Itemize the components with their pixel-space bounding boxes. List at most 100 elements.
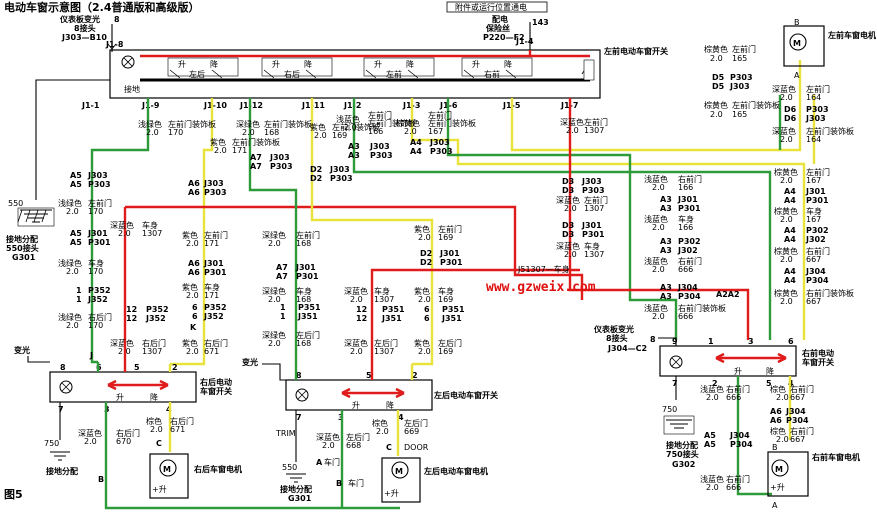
p303-m3: P303 [370,151,393,160]
n667-r6: 667 [806,297,821,306]
d2-lr1: D2 [420,249,432,258]
a5-l2: A5 [70,180,82,189]
n671-lp3: 671 [204,347,219,356]
lf-trim-1: 左前门装饰板 [732,100,780,110]
c-lblue-2: 浅蓝色 [644,214,668,224]
lr-door-lr3: 左后门 [296,330,320,340]
fuse-title-2: 保险丝 [485,23,510,33]
rf-switch-label-2: 车窗开关 [802,357,834,367]
wire-j17-red [568,98,750,340]
pin8-top: 8 [114,15,120,24]
a3-lb5: A3 [660,283,672,292]
p303-m4: P303 [430,147,453,156]
lf-door-m1: 左前门 [584,117,608,127]
n12-l1: 12 [126,305,137,314]
lr-pin7: 7 [296,413,302,422]
c-lblue-rm2: 浅蓝色 [700,474,724,484]
motor-m-rf: M [775,465,783,474]
motor-icon-lf [789,33,807,51]
n667-rm2: 667 [790,435,805,444]
lr-pin4: 4 [398,413,404,422]
c-dblue-lr5: 深蓝色 [344,338,368,348]
n667-rm: 667 [790,393,805,402]
lf-door-plr1: 左前门 [438,224,462,234]
j303-m1b: J303 [269,153,290,162]
motor-icon-rr [159,459,177,477]
j303-l1: J303 [87,171,108,180]
lf-door-lp1: 左前门 [204,230,228,240]
p351-lr1: P351 [298,303,321,312]
lr-door-plr3: 左后门 [438,338,462,348]
dash-light-label: 仪表板变光 [59,14,100,24]
w20-lr5: 2.0 [350,347,363,356]
a5-l1: A5 [70,171,82,180]
top-note-box [446,1,548,13]
j302-lb1: J302 [677,246,698,255]
n1-lr1: 1 [280,303,286,312]
w20-m1b: 2.0 [242,128,255,137]
p303-m2: P303 [330,174,353,183]
rr-plus-up: +升 [152,485,167,494]
j351-lr3: J351 [441,314,462,323]
a5-l4: A5 [70,238,82,247]
c-purple-m1: 紫色 [210,137,226,147]
w20-lp3: 2.0 [186,347,199,356]
n168-lr3: 168 [296,339,311,348]
p304-rm2: P304 [786,416,809,425]
rr-down-label: 降 [304,59,312,69]
w20-rm: 2.0 [706,393,719,402]
w20-rm4: 2.0 [776,435,789,444]
a4-r1: A4 [784,187,796,196]
d6-b: D6 [784,114,797,123]
p301-plr: P301 [440,258,463,267]
w20-r6: 2.0 [780,297,793,306]
wire-j16-green [446,98,678,340]
dash-light-right: 仪表板变光 [593,324,634,334]
n1307-m2: 1307 [584,204,604,213]
w20-lt: 2.0 [146,128,159,137]
j304-lb1: J304 [677,283,698,292]
p303-r2: P303 [806,105,829,114]
c-lblue-rm: 浅蓝色 [700,384,724,394]
rf-door-3: 右前门 [678,256,702,266]
motor-icon-lr [391,461,409,479]
a3-lb1: A3 [660,195,672,204]
c-purple-l2: 紫色 [182,282,198,292]
figure-label: 图5 [4,488,23,501]
a6-rm2: A6 [770,416,782,425]
lf-trim-pm1: 左前门装饰板 [232,137,280,147]
rr-door-rrm2: 右后门 [170,416,194,426]
c-dblue-lr4: 深蓝色 [344,286,368,296]
j304-r1: J304 [805,267,826,276]
rf-door-rm: 右前门 [726,384,750,394]
lr-switch-label: 左后电动车窗开关 [433,390,498,400]
lr-plus-up: +升 [384,489,399,498]
c-brownyellow-r5: 棕黄色 [774,246,798,256]
j303-m4: J303 [429,138,450,147]
ground-label: 接地 [124,84,140,94]
a7-lr1: A7 [276,263,288,272]
j301-l2: J301 [203,259,224,268]
w20-1: 2.0 [710,54,723,63]
d5-a: D5 [712,73,725,82]
lf-trim-pm2: 左前门装饰板 [332,122,380,132]
rf-door-1: 右前门 [678,174,702,184]
a3-m2: A3 [348,151,360,160]
c-lblue-3: 浅蓝色 [644,256,668,266]
j110-label: J1-10 [203,101,227,110]
lr-tag: 左后 [189,69,205,79]
c-dgreen-lr1: 深绿色 [262,230,286,240]
c-dblue-l5: 深蓝色 [110,338,134,348]
p303-m1: P303 [582,186,605,195]
w20-m1: 2.0 [566,126,579,135]
c-dblue-l4: 深蓝色 [110,220,134,230]
w20-m2: 2.0 [564,204,577,213]
n550-lr: 550 [282,463,297,472]
p301-r1: P301 [806,196,829,205]
w20-plr3: 2.0 [418,347,431,356]
lr-switch-box [285,379,433,411]
n1-lr2: 1 [280,312,286,321]
a3-lb2: A3 [660,204,672,213]
p351-lr2: P351 [382,305,405,314]
c-dblue-m1: 深蓝色 [560,117,584,127]
